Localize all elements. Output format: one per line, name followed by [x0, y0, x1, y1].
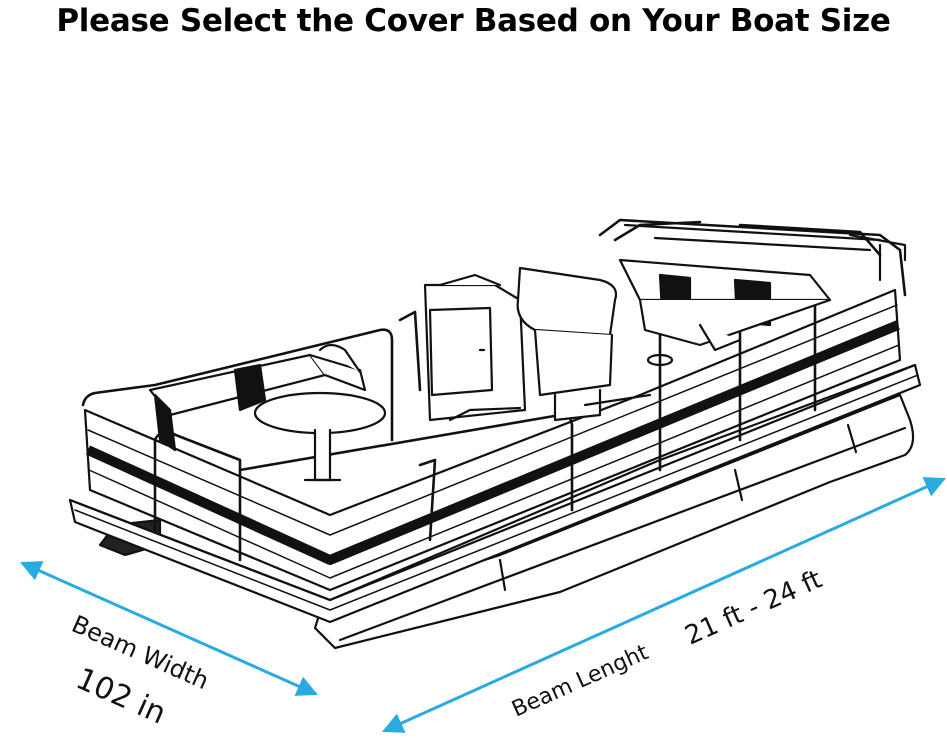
beam-length-title: Beam Lenght: [508, 640, 652, 723]
beam-length-value: 21 ft - 24 ft: [681, 564, 827, 651]
page-title: Please Select the Cover Based on Your Bo…: [56, 3, 891, 39]
bench-seat-left: [148, 343, 367, 452]
table: [253, 391, 387, 482]
bench-seat-right: [618, 258, 832, 352]
side-panels: [83, 288, 902, 592]
deck-details: [448, 353, 674, 422]
helm-console: [423, 273, 527, 422]
rear-frame: [623, 223, 907, 282]
beam-length-arrow: [382, 477, 946, 733]
beam-width-arrow: [20, 561, 318, 696]
captain-chair: [516, 266, 618, 422]
